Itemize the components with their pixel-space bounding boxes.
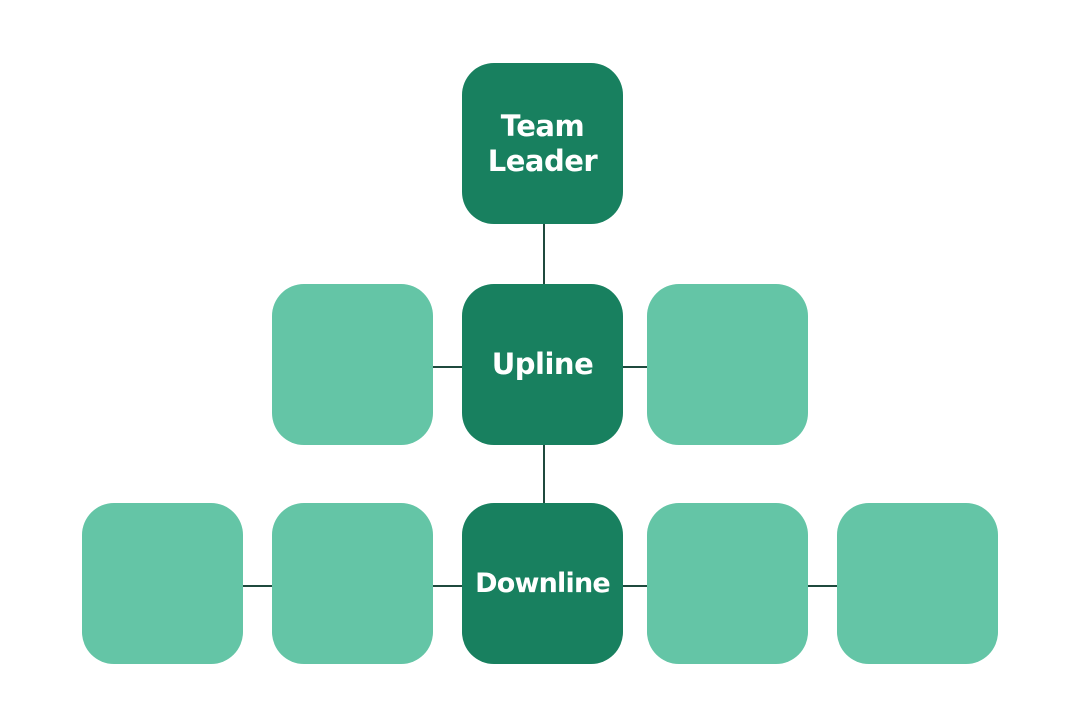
- downline-peer-right-node: [647, 503, 808, 664]
- connector-upline-right: [622, 366, 648, 368]
- downline-label: Downline: [475, 568, 611, 599]
- downline-node: Downline: [462, 503, 623, 664]
- downline-peer-left-node: [272, 503, 433, 664]
- upline-label: Upline: [491, 347, 594, 381]
- connector-downline-right: [622, 585, 648, 587]
- connector-downline-left: [432, 585, 463, 587]
- upline-node: Upline: [462, 284, 623, 445]
- upline-peer-left-node: [272, 284, 433, 445]
- connector-upline-left: [432, 366, 463, 368]
- team-leader-label: Team Leader: [487, 108, 598, 178]
- connector-downline-far-right: [807, 585, 838, 587]
- downline-peer-far-left-node: [82, 503, 243, 664]
- team-leader-node: Team Leader: [462, 63, 623, 224]
- connector-downline-far-left: [242, 585, 273, 587]
- upline-peer-right-node: [647, 284, 808, 445]
- downline-peer-far-right-node: [837, 503, 998, 664]
- connector-upline-to-downline: [543, 444, 545, 504]
- connector-leader-to-upline: [543, 223, 545, 285]
